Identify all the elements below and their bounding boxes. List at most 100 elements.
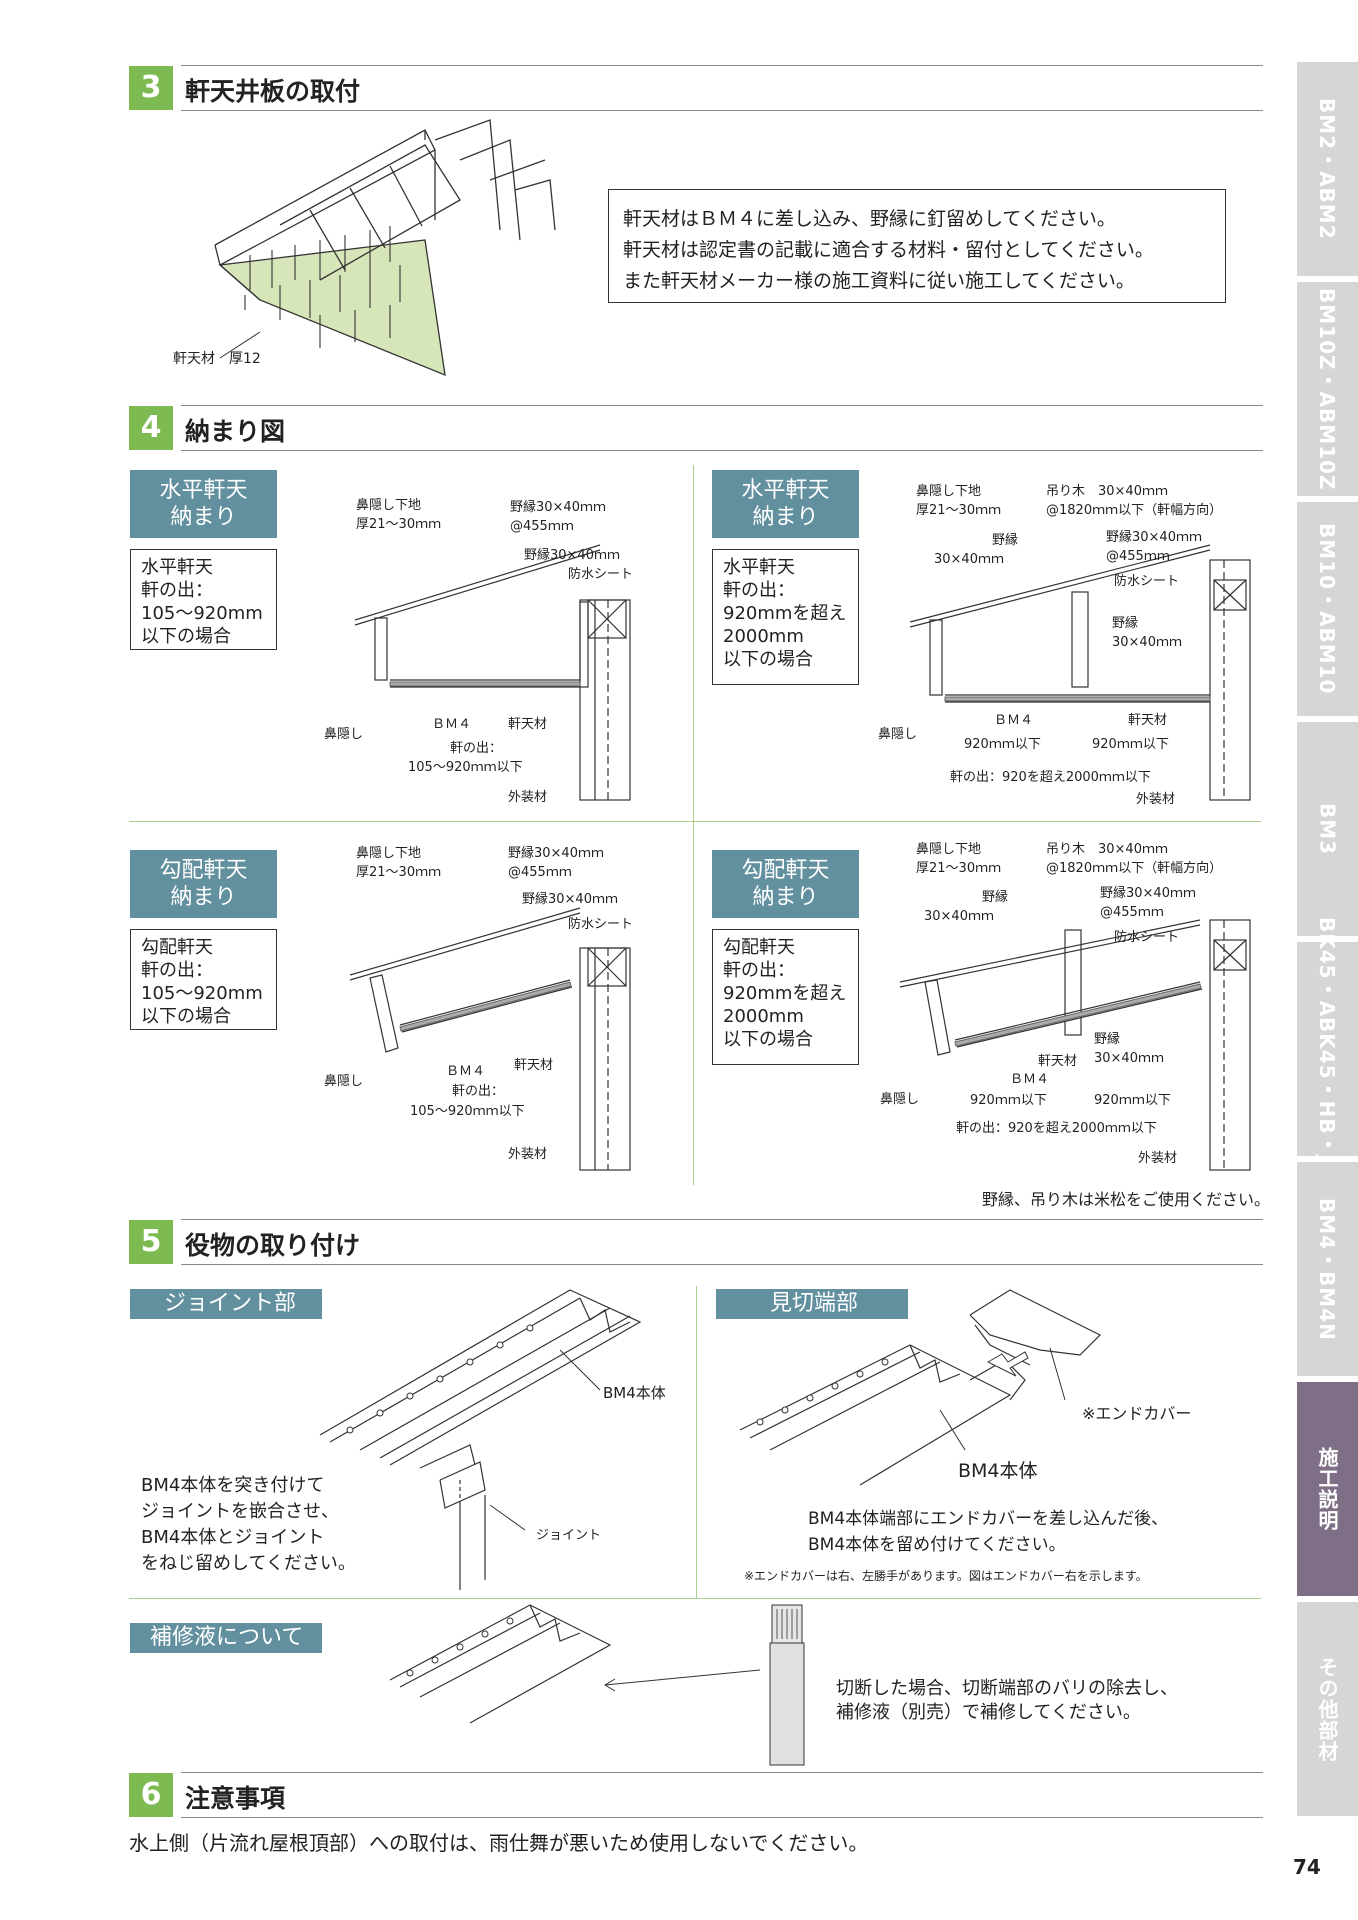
label: 30×40ｍｍ (934, 552, 1004, 567)
label: @455ｍｍ (1106, 549, 1170, 564)
joint-diagram (319, 1289, 642, 1590)
panel-badge: 勾配軒天納まり (712, 850, 859, 918)
label: 野縁30×40ｍｍ (524, 548, 620, 563)
label: @455ｍｍ (1100, 905, 1164, 920)
grid-divider-vertical (693, 465, 694, 1185)
label: 30×40ｍｍ (1094, 1051, 1164, 1066)
sidebar-tab-bm10[interactable]: BM10・ABM10 (1297, 502, 1358, 716)
label: 野縁30×40ｍｍ (510, 500, 606, 515)
label: 鼻隠し下地 (356, 498, 422, 513)
endcut-header: 見切端部 (716, 1289, 908, 1319)
section-title: 軒天井板の取付 (185, 77, 361, 106)
bm4-body-label: BM4本体 (603, 1384, 666, 1402)
label: 軒の出：920を超え2000ｍｍ以下 (950, 770, 1151, 785)
label: 軒の出：920を超え2000ｍｍ以下 (956, 1121, 1157, 1136)
label: 鼻隠し下地 (916, 842, 982, 857)
label: 軒天材 (1038, 1054, 1078, 1069)
sidebar-tab-bk45[interactable]: BK45・ABK45・HB・JB (1297, 917, 1358, 1181)
label: 防水シート (568, 917, 634, 932)
panel-badge: 水平軒天納まり (712, 470, 859, 538)
label: 厚21～30ｍｍ (356, 517, 442, 532)
label: 外装材 (508, 1147, 548, 1162)
endcut-diagram (739, 1289, 1102, 1486)
panel-badge: 水平軒天納まり (130, 470, 277, 538)
section-title: 注意事項 (185, 1784, 286, 1813)
soffit-thickness-label: 軒天材 厚12 (173, 351, 261, 367)
note-line: 軒天材は認定書の記載に適合する材料・留付としてください。 (623, 239, 1154, 261)
joint-instructions: BM4本体を突き付けてジョイントを嵌合させ、 BM4本体とジョイントをねじ留めし… (141, 1475, 356, 1574)
caution-text: 水上側（片流れ屋根頂部）への取付は、雨仕舞が悪いため使用しないでください。 (129, 1831, 869, 1855)
label: 920ｍｍ以下 (1094, 1093, 1171, 1108)
label: @455ｍｍ (508, 865, 572, 880)
label: ＢＭ４ (432, 717, 472, 732)
label: ＢＭ４ (446, 1064, 486, 1079)
label: 吊り木 30×40ｍｍ (1046, 842, 1168, 857)
label: 外装材 (1136, 792, 1176, 807)
label: 鼻隠し (878, 727, 918, 742)
endcut-instructions: BM4本体端部にエンドカバーを差し込んだ後、BM4本体を留め付けてください。 (808, 1509, 1169, 1555)
sidebar-tab-bm10z[interactable]: BM10Z・ABM10Z (1297, 282, 1358, 496)
section-title: 役物の取り付け (185, 1231, 361, 1260)
note-line: また軒天材メーカー様の施工資料に従い施工してください。 (623, 270, 1135, 292)
label: 30×40ｍｍ (924, 909, 994, 924)
label: 920ｍｍ以下 (970, 1093, 1047, 1108)
grid-divider-horizontal (129, 821, 1261, 822)
endcut-note: ※エンドカバーは右、左勝手があります。図はエンドカバー右を示します。 (744, 1569, 1148, 1583)
label: 野縁30×40ｍｍ (508, 846, 604, 861)
label: 30×40ｍｍ (1112, 635, 1182, 650)
soffit-iso-diagram (214, 119, 556, 377)
label: 920ｍｍ以下 (1092, 737, 1169, 752)
label: 野縁30×40ｍｍ (1100, 886, 1196, 901)
label: 野縁 (992, 533, 1019, 548)
label: ＢＭ４ (1010, 1072, 1050, 1087)
panel-3-section-drawing (349, 907, 631, 1171)
end-cover-label: ※エンドカバー (1082, 1404, 1192, 1423)
panel-badge: 勾配軒天納まり (130, 850, 277, 918)
label: 鼻隠し下地 (916, 484, 982, 499)
label: 105～920ｍｍ以下 (410, 1104, 525, 1119)
sidebar-tab-construction[interactable]: 施工説明 (1297, 1382, 1358, 1596)
section5-divider-vertical (696, 1286, 697, 1598)
sidebar-tab-bm4[interactable]: BM4・BM4N (1297, 1162, 1358, 1376)
label: 鼻隠し (880, 1092, 920, 1107)
joint-header: ジョイント部 (130, 1289, 322, 1319)
repair-instructions: 切断した場合、切断端部のバリの除去し、補修液（別売）で補修してください。 (836, 1678, 1178, 1723)
sidebar-tab-other[interactable]: その他部材 (1297, 1602, 1358, 1816)
repair-diagram (389, 1604, 805, 1766)
label: 105～920ｍｍ以下 (408, 760, 523, 775)
sidebar-tab-bm2[interactable]: BM2・ABM2 (1297, 62, 1358, 276)
sidebar-tab-bm3[interactable]: BM3 (1297, 722, 1358, 936)
label: 厚21～30ｍｍ (356, 865, 442, 880)
label: 鼻隠し (324, 727, 364, 742)
bm4-body-label: BM4本体 (958, 1460, 1038, 1482)
label: 軒天材 (508, 717, 548, 732)
section-number: 5 (129, 1220, 173, 1264)
section-number: 6 (129, 1773, 173, 1817)
label: 防水シート (1114, 574, 1180, 589)
label: 防水シート (1114, 930, 1180, 945)
section-number: 4 (129, 406, 173, 450)
section-number: 3 (129, 66, 173, 110)
section5-divider-horizontal (129, 1598, 1261, 1599)
label: 防水シート (568, 567, 634, 582)
label: 厚21～30ｍｍ (916, 861, 1002, 876)
page-number: 74 (1293, 1855, 1321, 1879)
panel-2-section-drawing (909, 544, 1251, 801)
label: 外装材 (508, 790, 548, 805)
label: 野縁 (1094, 1032, 1121, 1047)
note-line: 軒天材はＢＭ４に差し込み、野縁に釘留めしてください。 (623, 208, 1116, 230)
label: 軒天材 (514, 1058, 554, 1073)
repair-header: 補修液について (130, 1623, 322, 1653)
joint-label: ジョイント (536, 1528, 602, 1543)
label: @455ｍｍ (510, 519, 574, 534)
label: @1820ｍｍ以下（軒幅方向） (1046, 503, 1223, 518)
label: 鼻隠し (324, 1074, 364, 1089)
label: 野縁 (1112, 616, 1139, 631)
panel-4-section-drawing (899, 919, 1251, 1171)
label: 軒の出： (452, 1084, 505, 1099)
label: 野縁30×40ｍｍ (1106, 530, 1202, 545)
soffit-notes-box: 軒天材はＢＭ４に差し込み、野縁に釘留めしてください。 軒天材は認定書の記載に適合… (608, 189, 1226, 303)
